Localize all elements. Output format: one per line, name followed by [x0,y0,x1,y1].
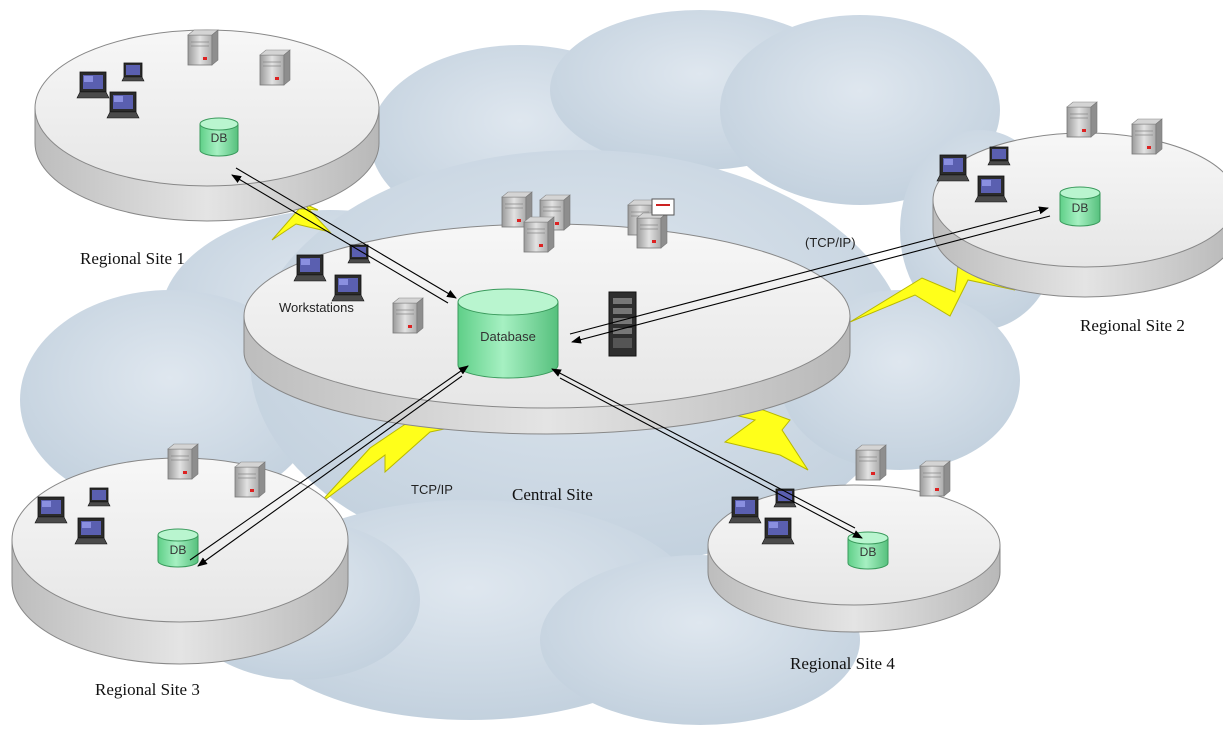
central-database-icon [457,288,559,379]
workstation-icon [74,517,108,545]
workstation-icon [76,71,110,99]
link-central-to-site3 [197,375,463,567]
workstation-icon [936,154,970,182]
tcpip-label-site2: (TCP/IP) [805,235,856,250]
data-links [189,167,1051,567]
server-icon [234,461,266,498]
workstation-icon [974,175,1008,203]
workstation-icon [106,91,140,119]
link-site3-to-central [189,365,469,561]
central-database-label: Database [480,329,536,344]
workstation-icon [34,496,68,524]
regional-site-3-label: Regional Site 3 [95,680,200,699]
link-site2-to-central [571,215,1051,344]
regional-site-1-devices [76,29,291,157]
workstation-icon [347,244,371,264]
server-icon [919,460,951,497]
regional-site-3-devices [34,443,266,568]
server-icon [636,212,668,249]
tcpip-label-site3: TCP/IP [411,482,453,497]
db-label-site3: DB [170,543,187,557]
server-icon [187,29,219,66]
link-central-to-site2 [569,206,1049,335]
workstation-icon [331,274,365,302]
server-icon [167,443,199,480]
central-site-devices [293,191,675,379]
regional-site-2-label: Regional Site 2 [1080,316,1185,335]
mail-icon [651,198,675,216]
workstations-label: Workstations [279,300,354,315]
db-label-site4: DB [860,545,877,559]
regional-site-1-platform [34,29,380,222]
db-label-site2: DB [1072,201,1089,215]
regional-site-4-label: Regional Site 4 [790,654,895,673]
central-site-label: Central Site [512,485,593,504]
server-icon [855,444,887,481]
database-icon [1059,186,1101,227]
server-icon [1066,101,1098,138]
workstation-icon [728,496,762,524]
lightning-bolt-site1 [204,202,332,241]
server-icon [1131,118,1163,155]
regional-site-1-label: Regional Site 1 [80,249,185,268]
workstation-icon [761,517,795,545]
workstation-icon [121,62,145,82]
workstation-icon [987,146,1011,166]
server-icon [392,297,424,334]
server-icon [523,216,555,253]
link-site1-to-central [235,167,457,299]
workstation-icon [293,254,327,282]
link-central-to-site4 [559,377,863,539]
db-label-site1: DB [211,131,228,145]
link-site4-to-central [551,368,856,529]
rack-server-icon [608,291,637,357]
database-icon [157,528,199,568]
workstation-icon [87,487,111,507]
database-icon [199,117,239,157]
link-central-to-site1 [231,174,449,304]
server-icon [259,49,291,86]
regional-site-2-devices [936,101,1163,227]
